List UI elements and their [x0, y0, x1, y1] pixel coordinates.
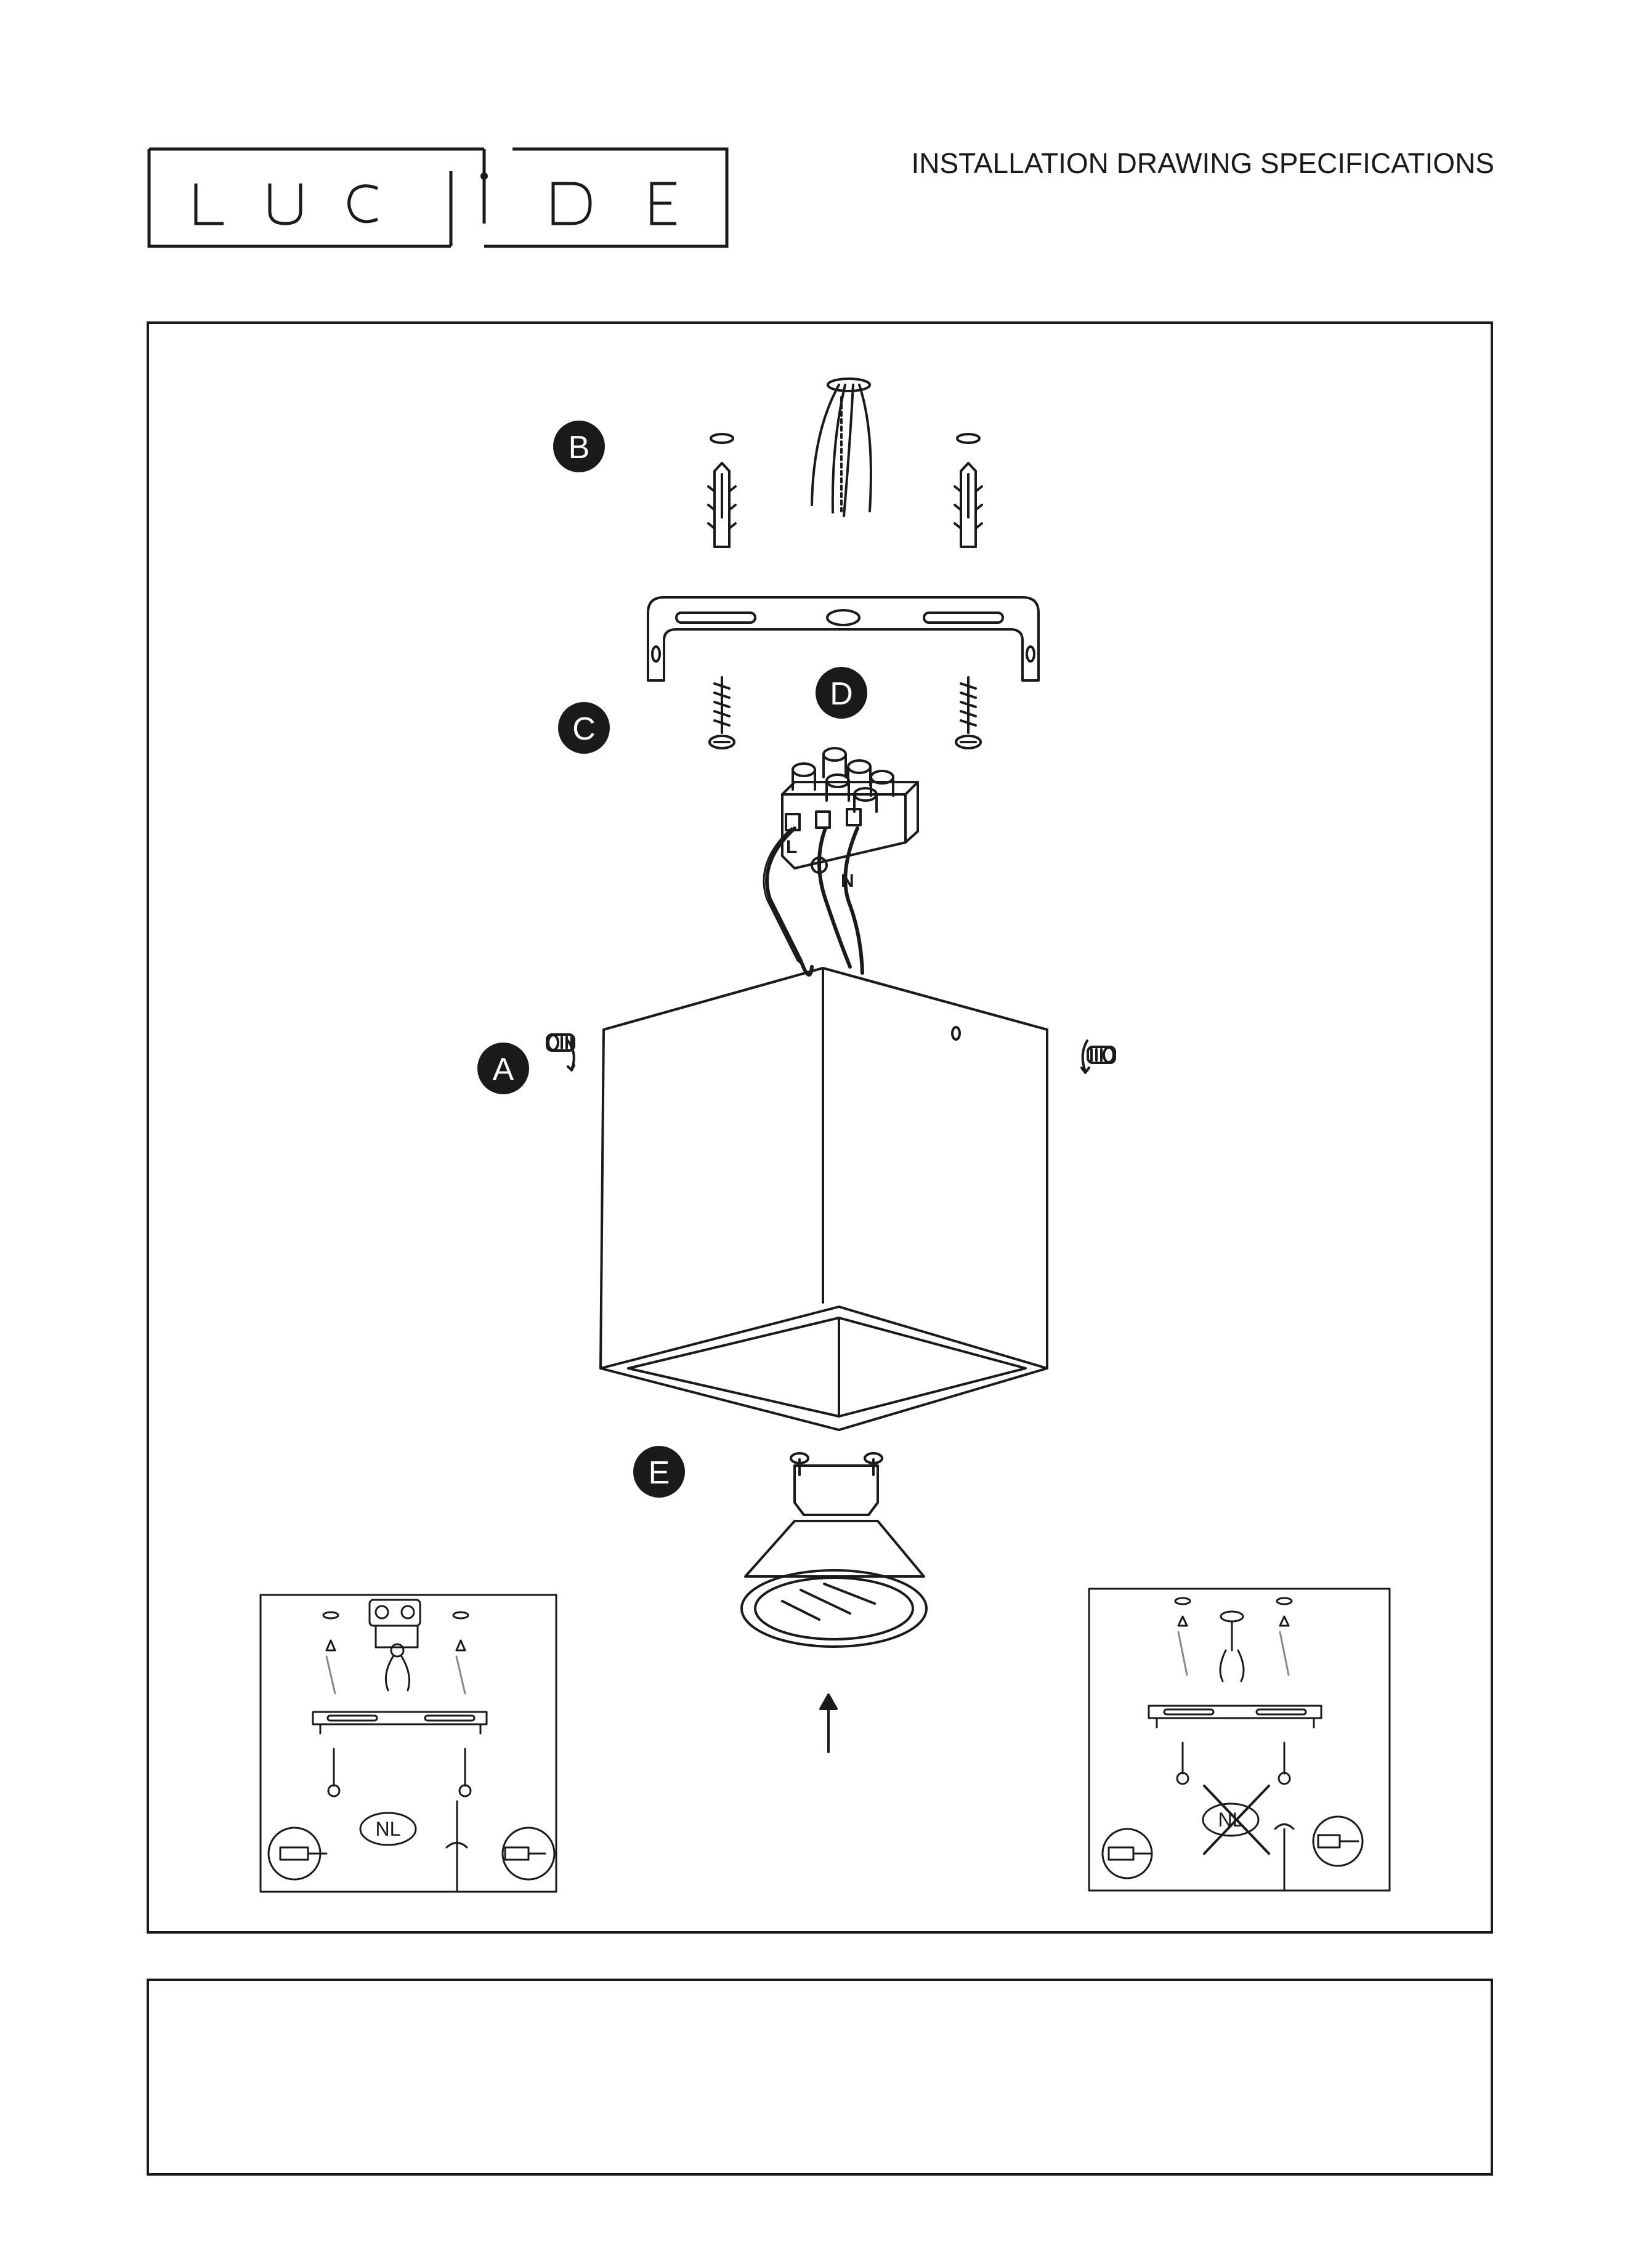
notes-box [147, 1979, 1493, 2176]
fixture-wires-icon [763, 826, 864, 977]
ceiling-light-fixture-icon [599, 967, 1048, 1431]
step-label: B [569, 430, 590, 466]
step-label: E [649, 1455, 670, 1491]
step-badge-d: D [816, 667, 867, 719]
neutral-wire-label: N [841, 871, 854, 891]
ceiling-wires-icon [811, 377, 872, 517]
step-badge-e: E [633, 1446, 685, 1498]
insert-arrow-icon [819, 1693, 838, 1753]
step-badge-a: A [477, 1043, 529, 1094]
lucide-logo [147, 147, 729, 248]
live-wire-label: L [786, 837, 797, 857]
inset-allowed-badge [359, 1812, 417, 1846]
document-title: INSTALLATION DRAWING SPECIFICATIONS [911, 147, 1494, 179]
grub-screw-icon [546, 1033, 575, 1071]
wall-plug-icon [707, 433, 737, 548]
gu10-bulb-icon [740, 1452, 928, 1648]
grub-screw-icon [1080, 1039, 1116, 1074]
step-label: A [493, 1052, 514, 1088]
step-label: C [572, 711, 596, 747]
screw-icon [708, 676, 735, 749]
inset-allowed-method [259, 1594, 557, 1893]
inset-not-allowed-method [1088, 1588, 1391, 1892]
wall-plug-icon [954, 433, 983, 548]
inset-not-allowed-badge [1202, 1802, 1260, 1837]
mounting-bracket-icon [647, 596, 1040, 682]
inset-left-badge-label: NL [376, 1818, 401, 1840]
inset-right-badge-label: NL [1218, 1809, 1244, 1831]
screw-icon [955, 676, 982, 749]
installation-drawing-frame [147, 321, 1493, 1934]
step-badge-b: B [553, 421, 605, 472]
step-badge-c: C [558, 702, 610, 754]
step-label: D [830, 676, 853, 712]
